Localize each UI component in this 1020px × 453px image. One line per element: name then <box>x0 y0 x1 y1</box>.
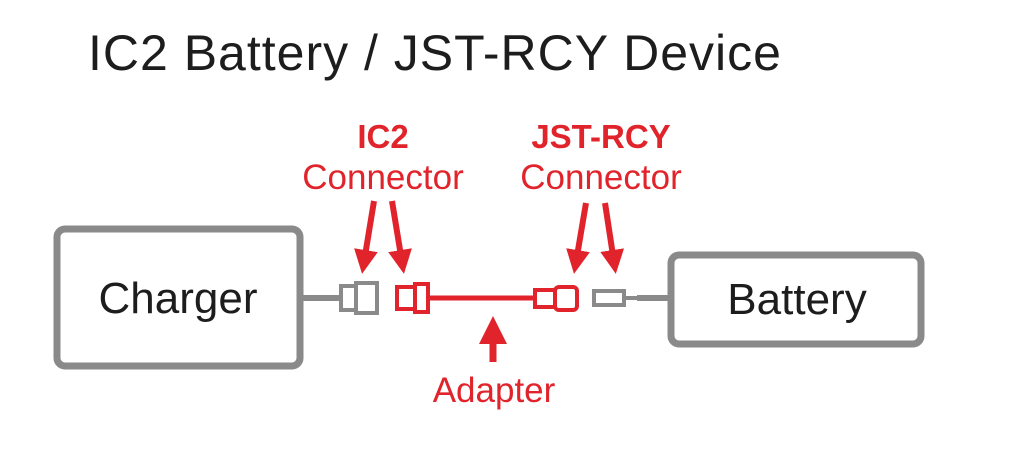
jst-callout-line2: Connector <box>520 158 682 197</box>
battery-label: Battery <box>727 275 866 324</box>
charger-label: Charger <box>99 274 258 323</box>
jst-rcy-connector-callout: JST-RCY Connector <box>520 118 682 274</box>
adapter-label: Adapter <box>433 371 556 410</box>
charger-box <box>53 225 304 370</box>
ic2-callout-line2: Connector <box>302 158 464 197</box>
adapter-ic2-end <box>395 282 430 314</box>
ic2-callout-line1: IC2 <box>357 118 408 155</box>
ic2-connector-callout: IC2 Connector <box>302 118 464 274</box>
jst-arrow-left <box>566 202 590 274</box>
page-title: IC2 Battery / JST-RCY Device <box>88 25 782 81</box>
battery-jst-connector <box>592 289 637 307</box>
ic2-arrow-left <box>354 200 378 274</box>
battery-box <box>667 251 925 348</box>
jst-arrow-right <box>600 202 625 274</box>
adapter-callout: Adapter <box>433 316 556 410</box>
adapter-jst-end <box>533 285 579 312</box>
battery-device: Battery <box>667 251 925 348</box>
jst-callout-line1: JST-RCY <box>531 118 670 155</box>
charger-device: Charger <box>53 225 304 370</box>
ic2-arrow-right <box>388 200 412 274</box>
charger-ic2-connector <box>339 281 379 315</box>
